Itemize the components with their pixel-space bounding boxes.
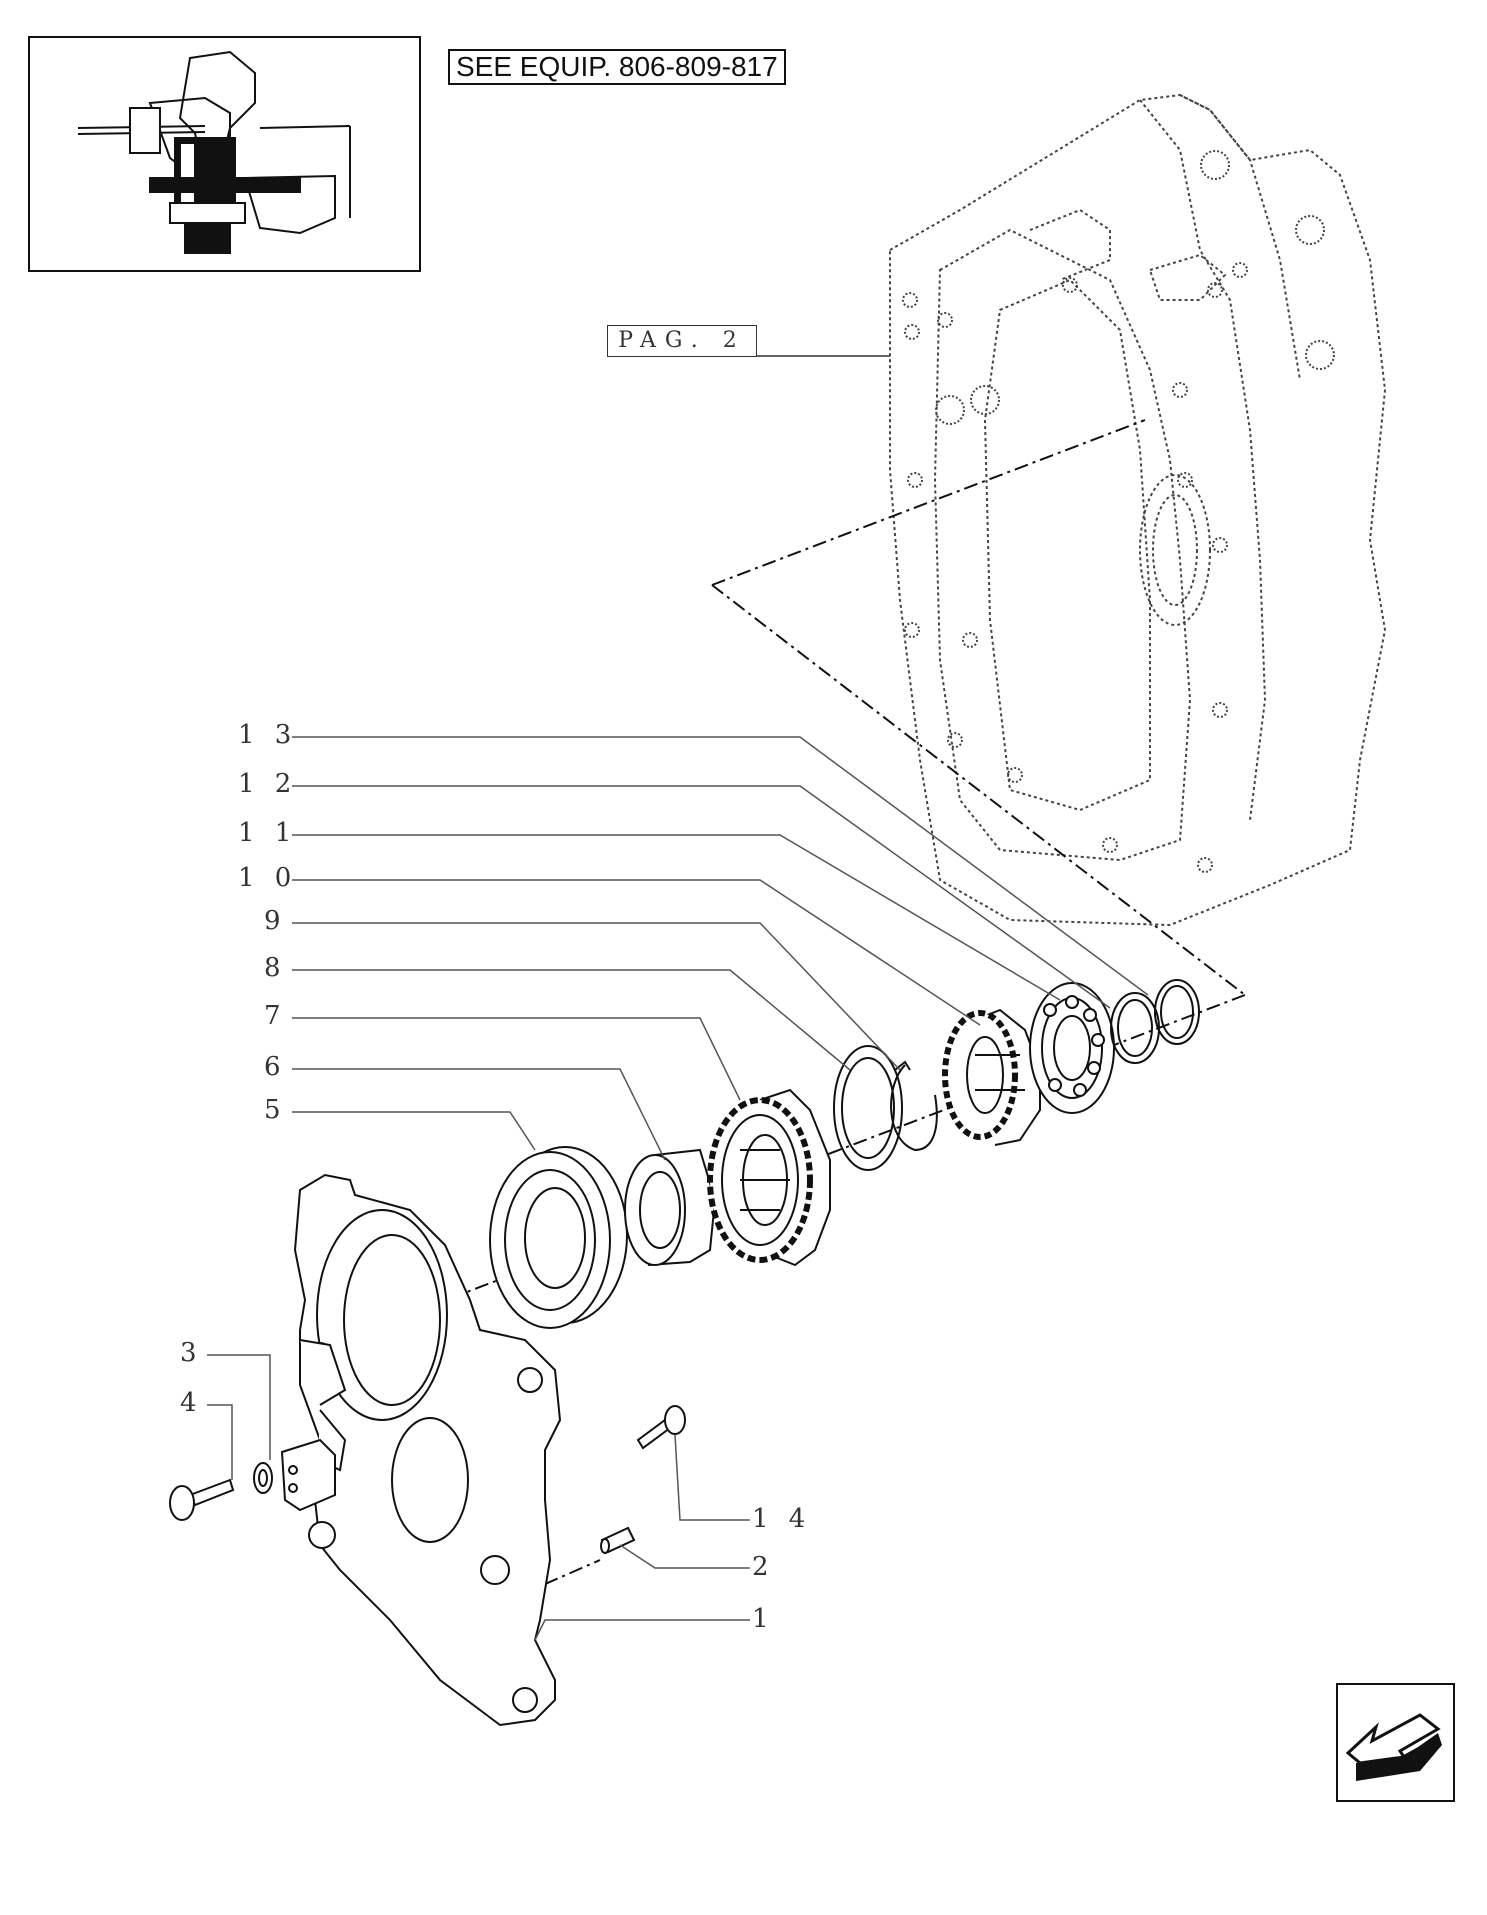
previous-page-button[interactable] — [1336, 1683, 1455, 1802]
callout-7: 7 — [264, 1001, 287, 1031]
callout-12: 1 2 — [238, 769, 297, 799]
callout-14: 1 4 — [752, 1504, 811, 1534]
part-6-sleeve — [624, 1148, 717, 1266]
callout-9: 9 — [264, 906, 287, 936]
see-equipment-reference: SEE EQUIP. 806-809-817 — [448, 49, 786, 85]
callout-5: 5 — [264, 1095, 287, 1125]
transmission-housing — [889, 93, 1387, 927]
assembly-thumbnail — [28, 36, 421, 272]
part-3-washer — [253, 1462, 273, 1494]
plate-mounting-block — [280, 1438, 336, 1512]
callout-13: 1 3 — [238, 720, 297, 750]
callout-8: 8 — [264, 953, 287, 983]
previous-page-arrow-icon — [1345, 1713, 1442, 1781]
part-10-pinion-gear — [942, 1008, 1041, 1146]
part-9-snap-ring — [890, 1060, 938, 1152]
callout-leaders — [207, 736, 1149, 1641]
page-reference-link[interactable]: PAG. 2 — [607, 325, 757, 357]
part-8-ring — [833, 1045, 903, 1171]
part-4-bolt — [169, 1478, 235, 1521]
housing-bolt-holes — [902, 150, 1335, 873]
callout-4: 4 — [180, 1388, 203, 1418]
part-14-screw — [636, 1405, 686, 1450]
callout-2: 2 — [752, 1552, 775, 1582]
part-1-cover-plate — [293, 1173, 562, 1727]
part-5-bearing — [489, 1146, 628, 1329]
callout-1: 1 — [752, 1604, 775, 1634]
callout-3: 3 — [180, 1338, 203, 1368]
callout-11: 1 1 — [238, 818, 297, 848]
part-12-circlip — [1110, 992, 1160, 1064]
callout-6: 6 — [264, 1052, 287, 1082]
part-13-shim-ring — [1154, 979, 1200, 1045]
part-7-gear — [707, 1088, 831, 1267]
assembly-thumbnail-icon — [77, 50, 351, 254]
callout-10: 1 0 — [238, 863, 297, 893]
part-11-ball-bearing — [1029, 982, 1115, 1114]
part-2-dowel-pin — [600, 1526, 636, 1554]
